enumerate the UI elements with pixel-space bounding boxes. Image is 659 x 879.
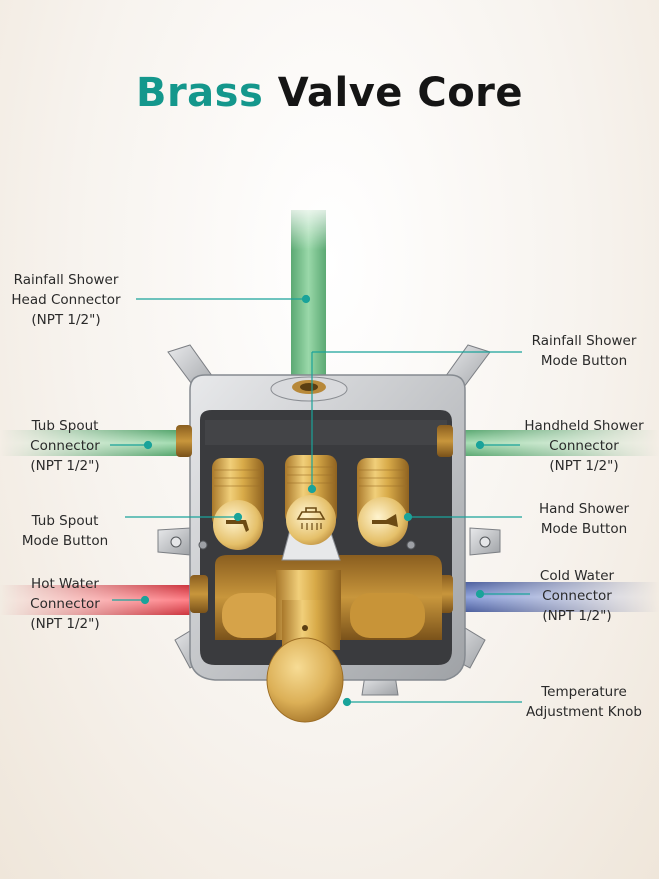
cold-pipe [440,582,659,612]
page-title: Brass Valve Core [0,70,659,116]
rainfall-button-cap [286,495,336,545]
title-accent: Brass [135,70,264,116]
rainfall-pipe [291,210,326,395]
leader-lines [110,294,530,707]
title-main: Valve Core [277,70,524,116]
tub-spout-button-cap [213,500,263,550]
tub-spout-pipe [0,430,190,456]
cartridges [212,455,409,550]
hot-pipe [0,585,205,615]
temperature-knob [266,600,344,723]
